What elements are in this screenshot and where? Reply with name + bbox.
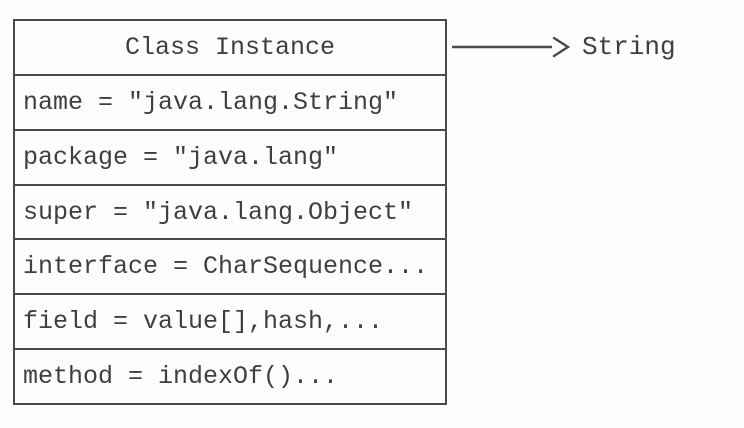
right-arrow-icon (452, 36, 570, 58)
row-interface: interface = CharSequence... (15, 238, 445, 293)
class-instance-box: Class Instance name = "java.lang.String"… (13, 19, 447, 405)
row-field: field = value[],hash,... (15, 293, 445, 348)
row-method: method = indexOf()... (15, 348, 445, 403)
row-package: package = "java.lang" (15, 128, 445, 184)
class-instance-header: Class Instance (124, 32, 336, 62)
arrow-to-string: String (452, 32, 676, 62)
row-name: name = "java.lang.String" (15, 73, 445, 129)
arrow-label-string: String (582, 32, 676, 62)
row-super: super = "java.lang.Object" (15, 183, 445, 239)
